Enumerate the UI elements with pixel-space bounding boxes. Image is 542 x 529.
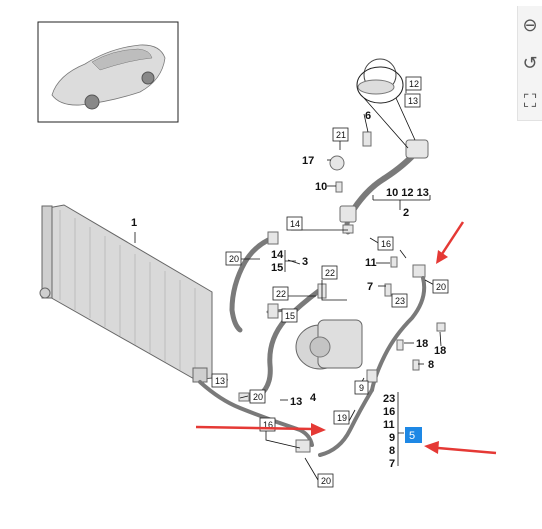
callout-stack-main: 23 16 11 9 8 7 xyxy=(383,393,395,470)
ref-box-20b[interactable]: 20 xyxy=(436,282,446,292)
red-arrow-upper xyxy=(436,221,465,264)
ref-box-12[interactable]: 12 xyxy=(409,79,419,89)
zoom-out-icon: ⊖ xyxy=(522,14,538,36)
hoses xyxy=(198,231,427,457)
callout-1[interactable]: 1 xyxy=(131,217,137,229)
ref-box-22a[interactable]: 22 xyxy=(325,268,335,278)
callout-7b[interactable]: 7 xyxy=(389,458,395,470)
ref-box-13[interactable]: 13 xyxy=(408,96,418,106)
suction-line-assembly xyxy=(339,58,429,235)
fit-screen-icon: ⛶ xyxy=(523,90,537,112)
ref-box-19[interactable]: 19 xyxy=(337,413,347,423)
callout-11b[interactable]: 11 xyxy=(383,419,395,431)
rotate-button[interactable]: ↺ xyxy=(518,44,542,82)
fit-screen-button[interactable]: ⛶ xyxy=(518,82,542,120)
callout-14[interactable]: 14 xyxy=(271,249,284,261)
callout-13[interactable]: 13 xyxy=(290,396,302,408)
ref-box-16b[interactable]: 16 xyxy=(263,420,273,430)
callout-9[interactable]: 9 xyxy=(389,432,395,444)
brackets xyxy=(284,195,431,466)
boxed-refs: 12 13 21 14 16 20 20 22 22 15 23 13 20 9… xyxy=(211,76,449,488)
red-arrow-left xyxy=(195,423,326,436)
callout-17[interactable]: 17 xyxy=(302,155,314,167)
callout-23[interactable]: 23 xyxy=(383,393,395,405)
callout-2[interactable]: 2 xyxy=(403,207,409,219)
small-parts xyxy=(329,131,446,371)
callout-5[interactable]: 5 xyxy=(409,430,415,442)
compressor xyxy=(295,319,363,370)
callout-7[interactable]: 7 xyxy=(367,281,373,293)
callout-18a[interactable]: 18 xyxy=(416,338,428,350)
condenser xyxy=(39,204,213,383)
ref-box-23[interactable]: 23 xyxy=(395,296,405,306)
detail-ellipse xyxy=(356,66,404,104)
ref-box-20c[interactable]: 20 xyxy=(253,392,263,402)
callout-4[interactable]: 4 xyxy=(310,392,317,404)
callout-11[interactable]: 11 xyxy=(365,257,377,269)
callout-8[interactable]: 8 xyxy=(428,359,434,371)
ref-box-13b[interactable]: 13 xyxy=(215,376,225,386)
callout-5-highlight[interactable]: 5 xyxy=(405,427,422,443)
callout-16[interactable]: 16 xyxy=(383,406,395,418)
rotate-icon: ↺ xyxy=(522,52,538,74)
callout-10[interactable]: 10 xyxy=(315,181,327,193)
callout-15[interactable]: 15 xyxy=(271,262,283,274)
ref-box-20d[interactable]: 20 xyxy=(321,476,331,486)
ref-box-14[interactable]: 14 xyxy=(290,219,300,229)
annotation-arrows xyxy=(195,221,497,455)
callout-3[interactable]: 3 xyxy=(302,256,308,268)
callout-18b[interactable]: 18 xyxy=(434,345,446,357)
viewer-toolbar: ⊖ ↺ ⛶ xyxy=(517,6,542,121)
callout-10-12-13[interactable]: 10 12 13 xyxy=(386,187,429,199)
callout-8b[interactable]: 8 xyxy=(389,445,395,457)
ref-box-9[interactable]: 9 xyxy=(359,383,364,393)
zoom-out-button[interactable]: ⊖ xyxy=(518,6,542,44)
vehicle-thumbnail xyxy=(37,21,179,123)
red-arrow-right xyxy=(424,441,497,455)
ref-box-21[interactable]: 21 xyxy=(336,130,346,140)
ref-box-20a[interactable]: 20 xyxy=(229,254,239,264)
callout-6[interactable]: 6 xyxy=(365,110,371,122)
ref-box-16[interactable]: 16 xyxy=(381,239,391,249)
ref-box-22b[interactable]: 22 xyxy=(276,289,286,299)
ref-box-15[interactable]: 15 xyxy=(285,311,295,321)
